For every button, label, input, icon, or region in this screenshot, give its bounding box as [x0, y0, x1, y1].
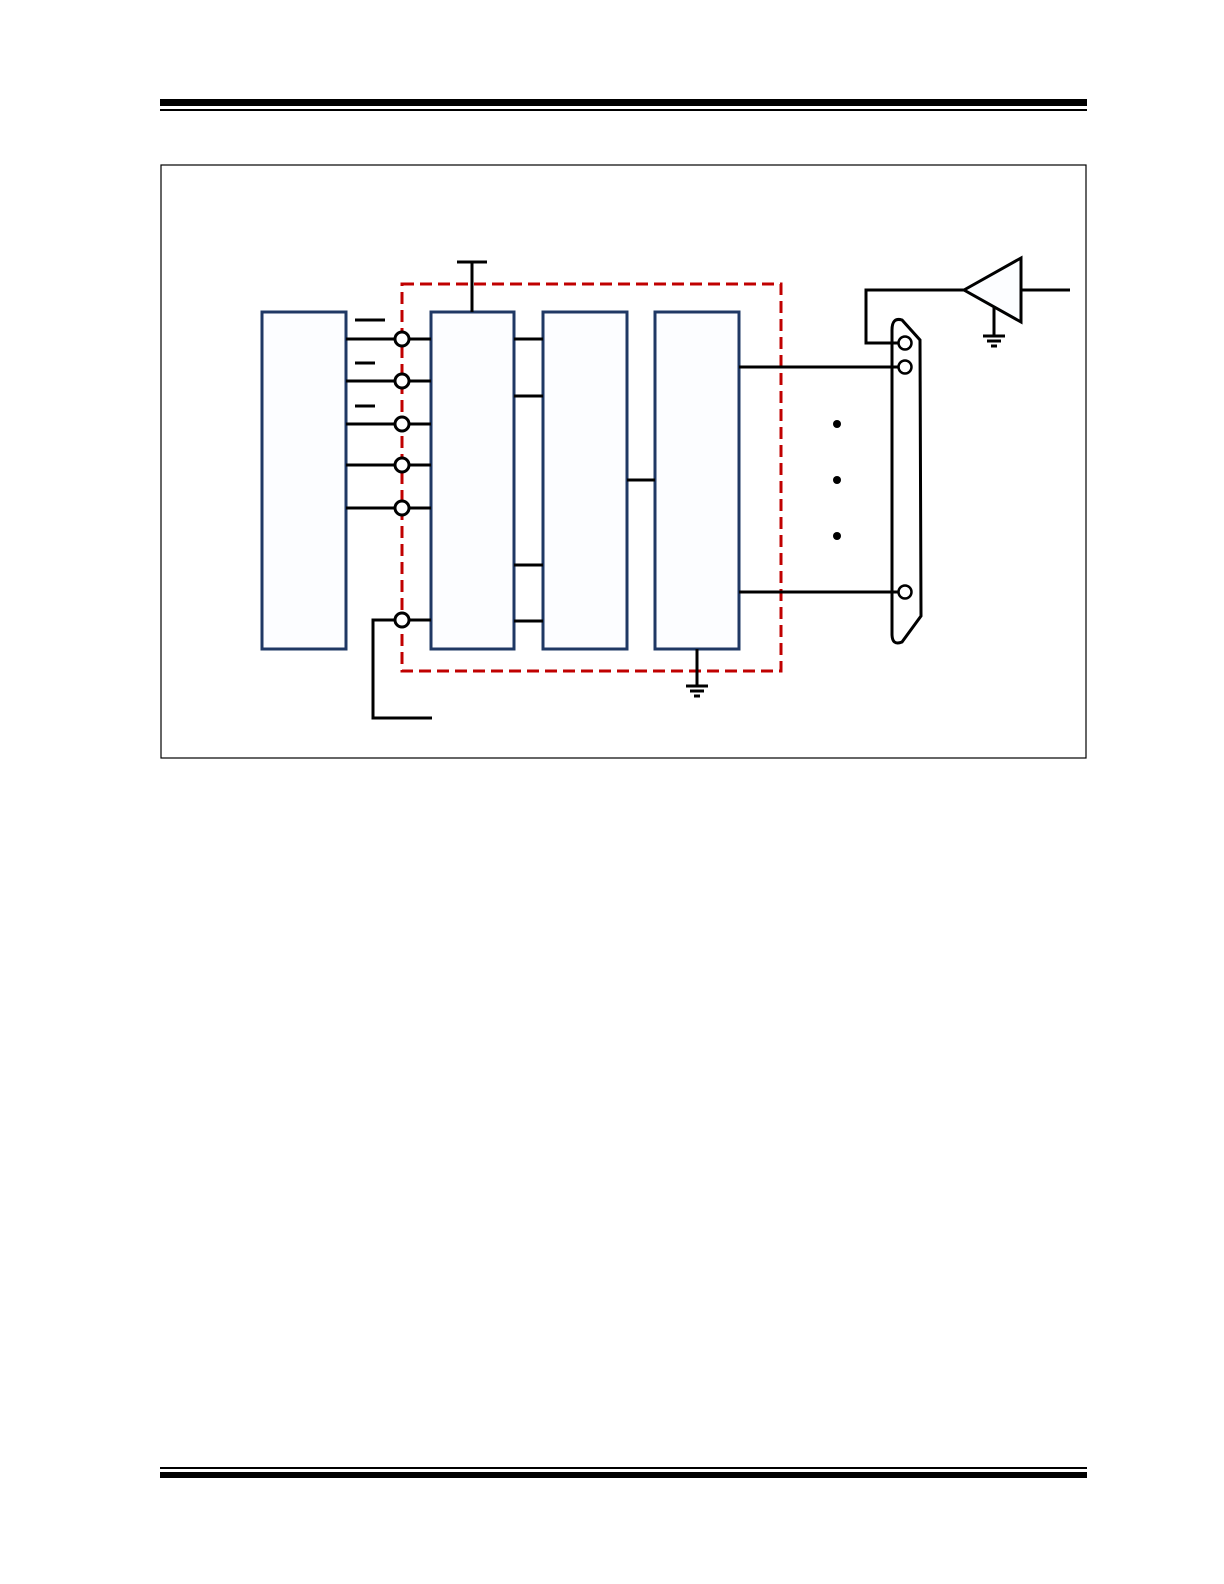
connector-pin-3	[897, 584, 913, 600]
header-rule-thin	[160, 109, 1087, 111]
middle-block	[541, 310, 629, 651]
figure-frame	[160, 164, 1087, 759]
pin-4	[393, 456, 411, 474]
pin-2	[393, 372, 411, 390]
interface-block	[429, 310, 516, 651]
amplifier-input-wire	[864, 288, 964, 345]
connector-pin-1	[897, 335, 913, 351]
d-sub-connector-icon	[890, 318, 923, 645]
pin-5	[393, 499, 411, 517]
ground-icon	[686, 649, 708, 698]
output-driver-block	[653, 310, 741, 651]
host-controller-block	[260, 310, 348, 651]
footer-rule-thin	[160, 1467, 1087, 1469]
connector-pin-2	[897, 359, 913, 375]
ellipsis-dot	[833, 532, 841, 540]
footer-rule-thick	[160, 1472, 1087, 1478]
device-boundary	[400, 282, 783, 673]
ellipsis-dot	[833, 420, 841, 428]
pin-1	[393, 330, 411, 348]
pin-3	[393, 415, 411, 433]
pin-6	[393, 611, 411, 629]
ground-icon	[983, 306, 1005, 348]
supply-rail-icon	[457, 260, 487, 312]
header-rule-thick	[160, 99, 1087, 106]
ellipsis-dot	[833, 476, 841, 484]
